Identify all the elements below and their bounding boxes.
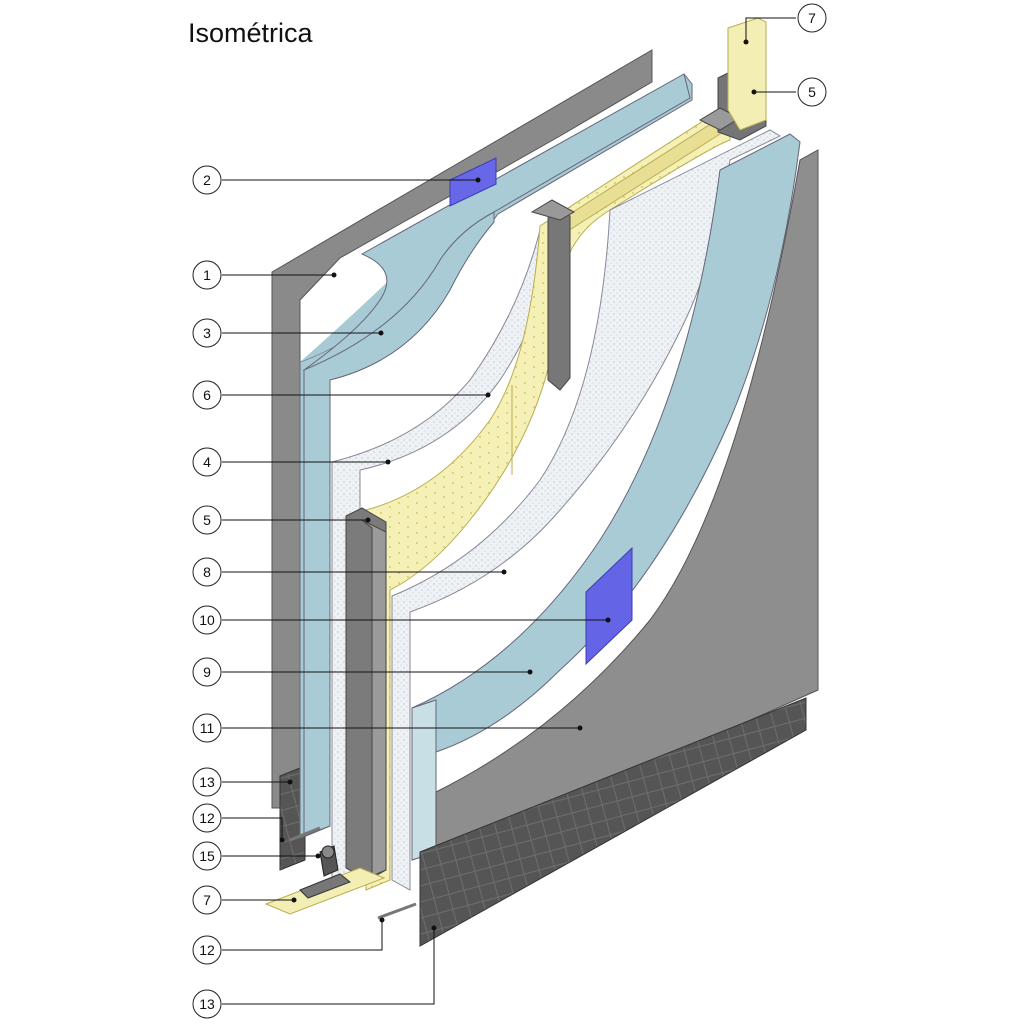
- callout-label: 11: [200, 720, 215, 736]
- callout-label: 10: [199, 612, 215, 628]
- callout-label: 1: [203, 267, 211, 283]
- callout-label: 15: [199, 848, 215, 864]
- rod-left: [289, 826, 321, 842]
- stud-foot: [299, 873, 351, 899]
- callout-label: 13: [199, 996, 215, 1012]
- page-title: Isométrica: [188, 18, 313, 48]
- front-stud-flange: [361, 519, 387, 877]
- leader-dots: [279, 39, 757, 931]
- callout-circles: [192, 3, 827, 1019]
- callout-label: 7: [808, 10, 816, 26]
- front-blue-board-edge: [411, 699, 437, 861]
- front-blue-board: [411, 133, 801, 861]
- callout-label: 13: [199, 774, 215, 790]
- rod-bottom: [377, 902, 417, 920]
- back-blue-board-main: [303, 211, 495, 837]
- callout-label: 12: [199, 810, 215, 826]
- callout-label: 9: [203, 664, 211, 680]
- callout-label: 4: [203, 454, 211, 470]
- callout-label: 3: [203, 325, 211, 341]
- callout-label: 5: [203, 512, 211, 528]
- callout-label: 12: [199, 942, 215, 958]
- bottom-base-strip: [419, 697, 807, 947]
- purple-patch-top: [449, 157, 497, 207]
- callout-label: 8: [203, 564, 211, 580]
- callout-label: 6: [203, 387, 211, 403]
- middle-stud-top: [530, 199, 576, 221]
- callout-label: 2: [203, 172, 211, 188]
- callout-label: 5: [808, 84, 816, 100]
- screw-head: [321, 845, 335, 859]
- purple-patch-front: [585, 546, 633, 666]
- callout-label: 7: [203, 892, 211, 908]
- middle-stud: [547, 209, 571, 391]
- front-gray-board: [435, 149, 819, 861]
- top-insulation-strip: [727, 17, 767, 131]
- leader-lines: [222, 17, 796, 1005]
